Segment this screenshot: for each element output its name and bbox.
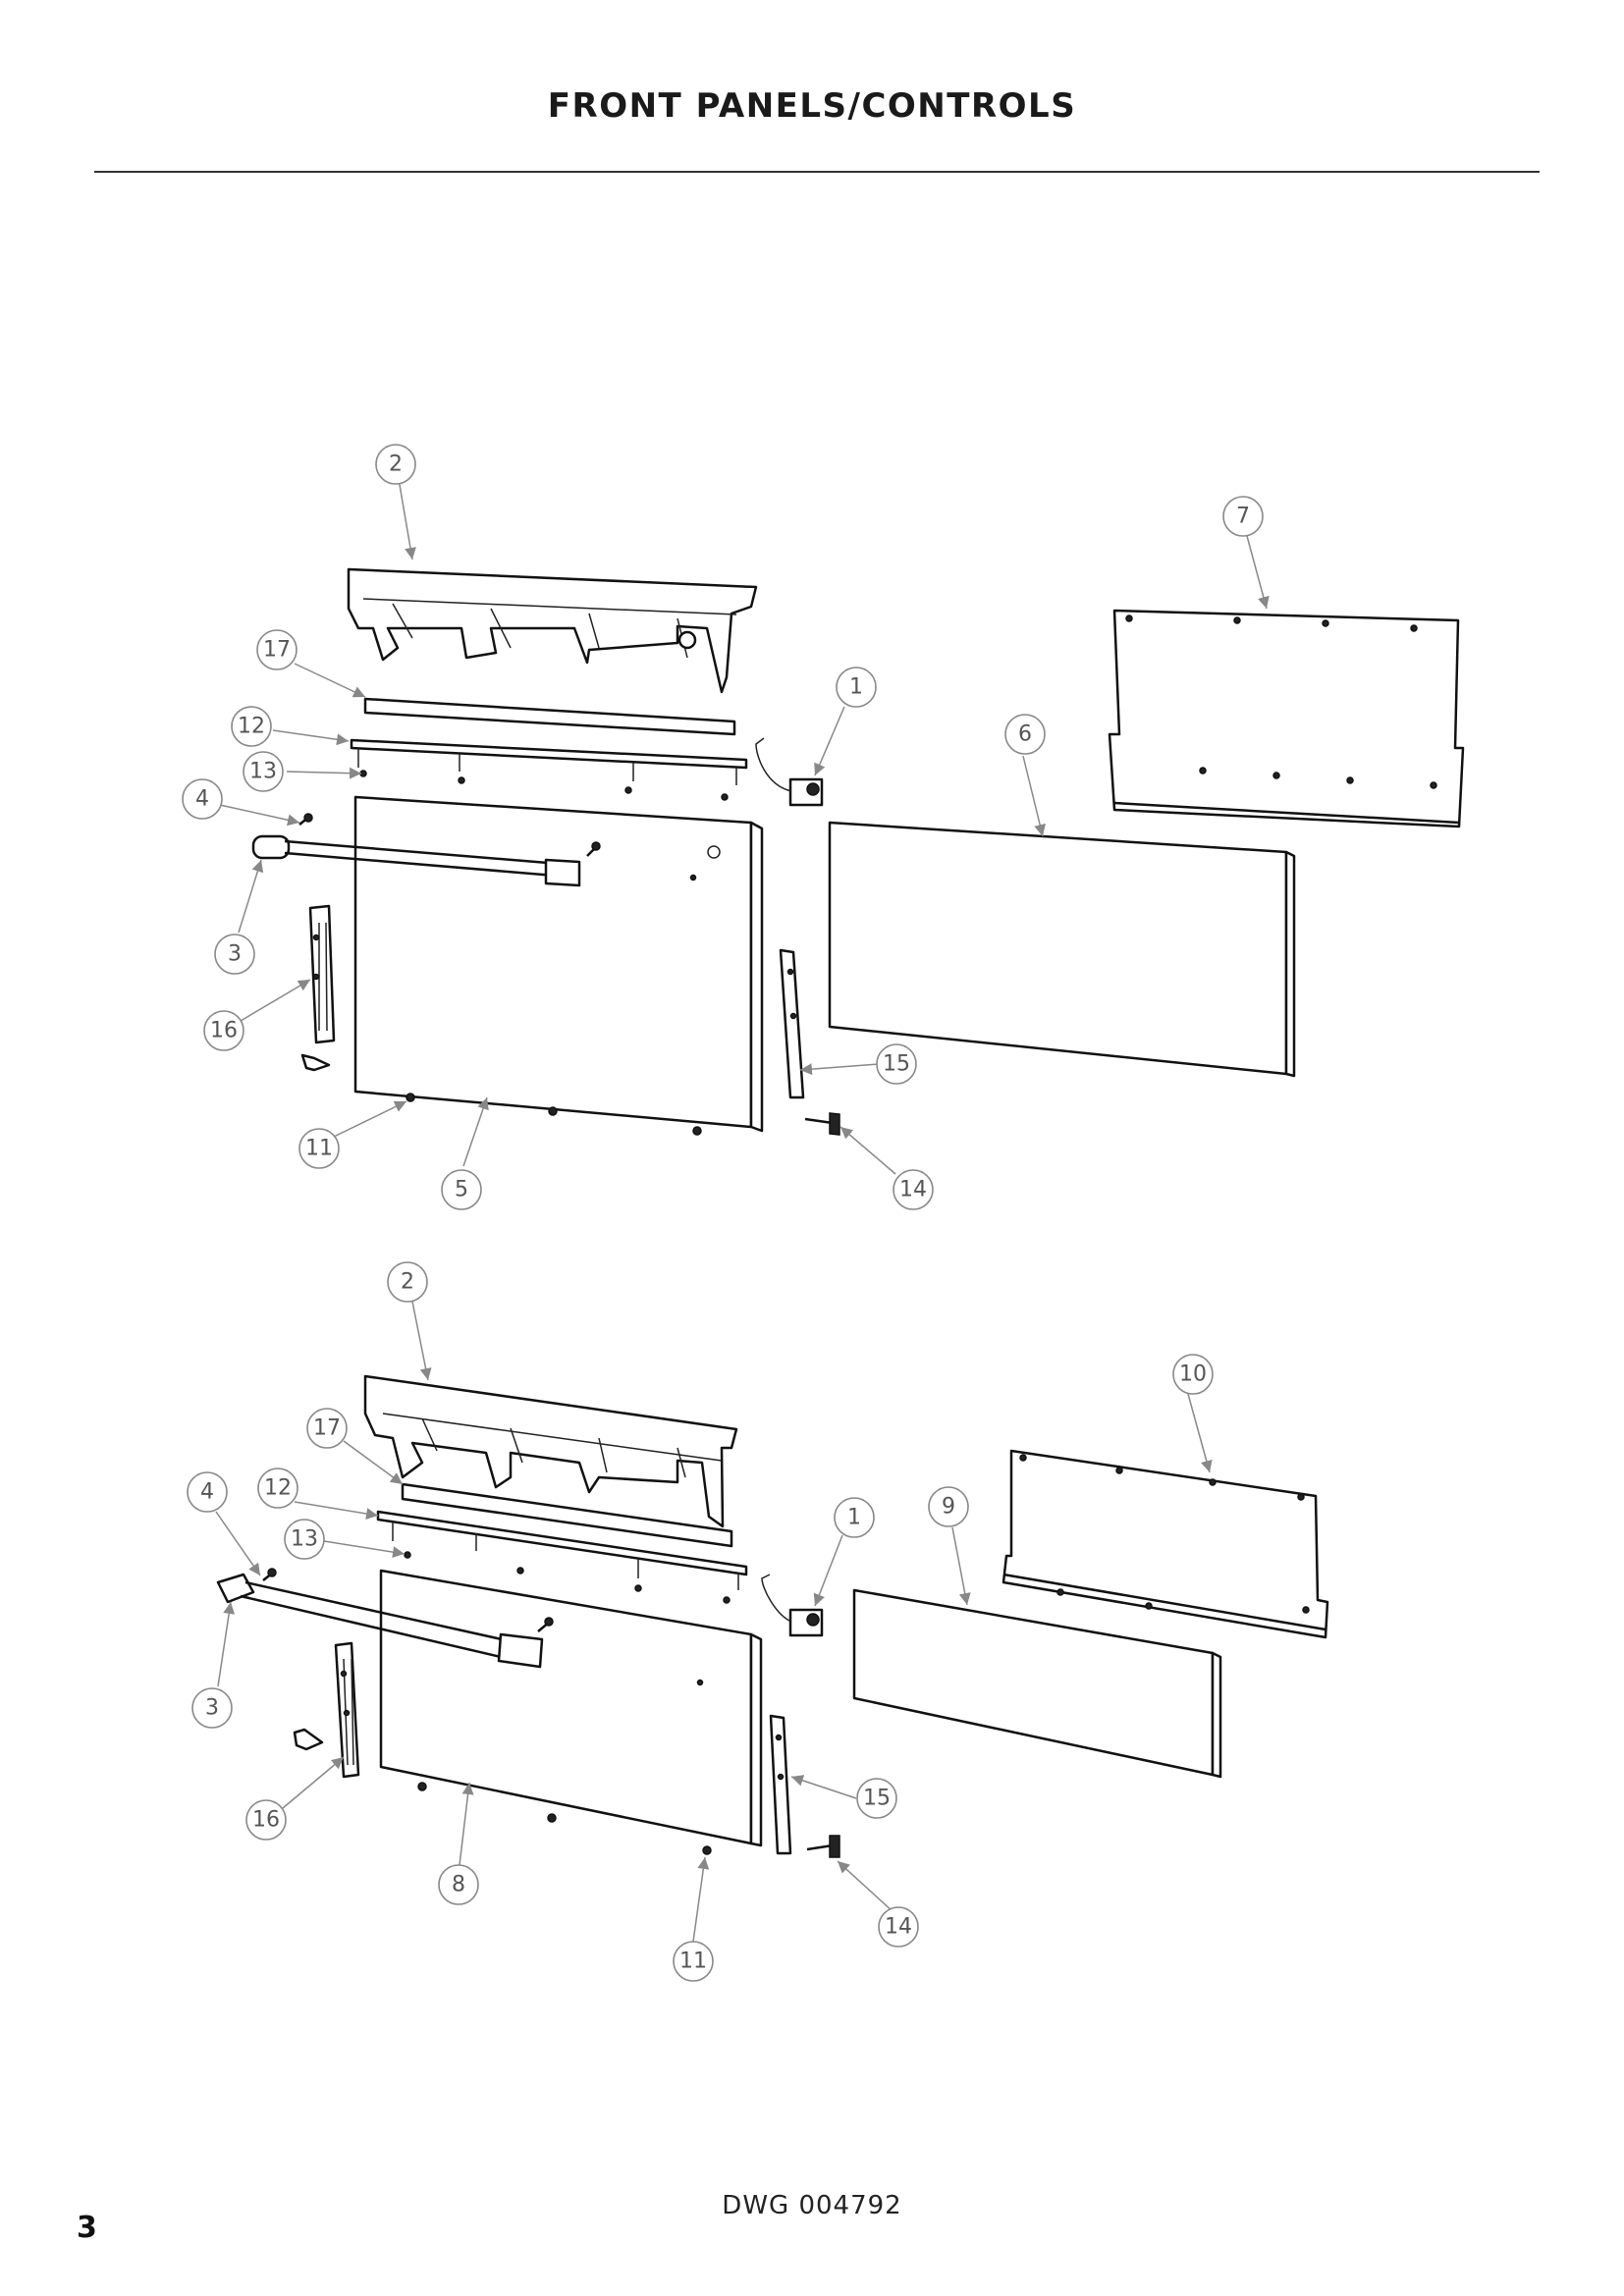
upper-leaders [219, 478, 1270, 1175]
callout-number: 14 [885, 1915, 912, 1940]
callout-number: 11 [679, 1949, 707, 1974]
callout-marker: 3 [191, 1687, 233, 1729]
door-panel-part [379, 1569, 763, 1847]
control-fascia-part [376, 1510, 748, 1590]
callout-number: 12 [238, 715, 265, 739]
callout-marker: 8 [438, 1864, 479, 1905]
callout-number: 3 [228, 942, 242, 967]
control-bracket-part [347, 567, 758, 694]
callout-number: 15 [863, 1787, 891, 1811]
callout-marker: 16 [245, 1799, 287, 1841]
callout-number: 16 [252, 1808, 280, 1833]
front-panel-part [828, 821, 1296, 1078]
bolt-part [806, 1835, 840, 1858]
callout-number: 4 [195, 787, 209, 812]
callout-number: 1 [847, 1506, 861, 1530]
callout-number: 12 [264, 1476, 292, 1501]
back-panel-part [1108, 609, 1465, 828]
callout-number: 17 [313, 1416, 341, 1441]
page-title: FRONT PANELS/CONTROLS [547, 86, 1077, 126]
callout-marker: 15 [876, 1043, 917, 1085]
callout-marker: 13 [284, 1519, 325, 1560]
leveling-feet-part [417, 1782, 712, 1855]
callout-marker: 13 [243, 751, 284, 792]
callout-marker: 6 [1004, 714, 1046, 755]
callout-marker: 3 [214, 934, 255, 975]
callout-marker: 2 [387, 1261, 428, 1303]
control-knob-part [755, 737, 824, 807]
callout-marker: 1 [834, 1497, 875, 1538]
left-foot-bracket-part [300, 1053, 331, 1072]
callout-number: 16 [210, 1019, 238, 1043]
callout-number: 15 [883, 1052, 910, 1077]
callout-marker: 14 [878, 1906, 919, 1948]
control-bracket-part [363, 1374, 738, 1528]
handle-screws-part [262, 1568, 554, 1632]
door-handle-part [216, 1573, 544, 1669]
front-panel-part [852, 1588, 1222, 1779]
callout-marker: 9 [928, 1486, 969, 1527]
callout-marker: 4 [182, 778, 223, 820]
upper-callouts: 2 7 17 1 12 6 13 4 3 16 15 11 5 14 [182, 444, 1264, 1210]
callout-number: 13 [249, 760, 277, 784]
bolt-part [804, 1112, 840, 1136]
callout-marker: 1 [836, 667, 877, 708]
callout-number: 4 [200, 1480, 214, 1505]
handle-screws-part [298, 813, 601, 857]
trim-strip-part [363, 697, 736, 736]
lower-callouts: 2 10 17 4 12 1 9 13 3 15 16 8 14 11 [187, 1261, 1214, 1982]
callout-number: 2 [389, 453, 403, 477]
callout-number: 6 [1018, 722, 1032, 747]
callout-number: 8 [452, 1873, 465, 1897]
callout-marker: 11 [298, 1128, 340, 1169]
callout-marker: 14 [893, 1169, 934, 1210]
leveling-feet-part [406, 1093, 702, 1136]
door-panel-part [353, 795, 764, 1133]
callout-marker: 5 [441, 1169, 482, 1210]
callout-marker: 12 [257, 1468, 298, 1509]
control-knob-part [761, 1574, 824, 1637]
callout-marker: 10 [1172, 1354, 1214, 1395]
right-hinge-part [779, 948, 805, 1099]
callout-marker: 2 [375, 444, 416, 485]
callout-marker: 12 [231, 706, 272, 747]
door-handle-part [251, 834, 581, 887]
lower-assembly [216, 1374, 1329, 1858]
callout-marker: 17 [306, 1408, 348, 1449]
callout-marker: 4 [187, 1471, 228, 1513]
callout-number: 2 [401, 1270, 414, 1295]
callout-number: 5 [455, 1178, 468, 1202]
callout-number: 7 [1236, 505, 1250, 529]
callout-marker: 16 [203, 1010, 244, 1051]
left-hinge-part [308, 904, 336, 1044]
title-divider [94, 171, 1540, 173]
callout-number: 11 [305, 1137, 333, 1161]
callout-marker: 15 [856, 1778, 897, 1819]
callout-marker: 17 [256, 629, 298, 670]
callout-number: 3 [205, 1696, 219, 1721]
trim-strip-part [401, 1482, 733, 1548]
callout-number: 13 [291, 1527, 318, 1552]
stud-fasteners-part [404, 1551, 731, 1604]
upper-assembly [251, 567, 1465, 1136]
page-number: 3 [77, 2211, 97, 2245]
lower-leaders [215, 1301, 1213, 1943]
right-hinge-part [769, 1714, 792, 1855]
control-fascia-part [350, 738, 748, 785]
callout-marker: 11 [673, 1941, 714, 1982]
stud-fasteners-part [359, 770, 729, 801]
left-hinge-part [334, 1641, 360, 1779]
left-foot-bracket-part [293, 1728, 324, 1751]
callout-number: 17 [263, 638, 291, 663]
drawing-number: DWG 004792 [722, 2191, 902, 2220]
callout-number: 14 [899, 1178, 927, 1202]
back-panel-part [1001, 1449, 1329, 1639]
callout-number: 1 [849, 675, 863, 700]
callout-marker: 7 [1222, 496, 1264, 537]
callout-number: 9 [942, 1495, 955, 1520]
callout-number: 10 [1179, 1362, 1207, 1387]
